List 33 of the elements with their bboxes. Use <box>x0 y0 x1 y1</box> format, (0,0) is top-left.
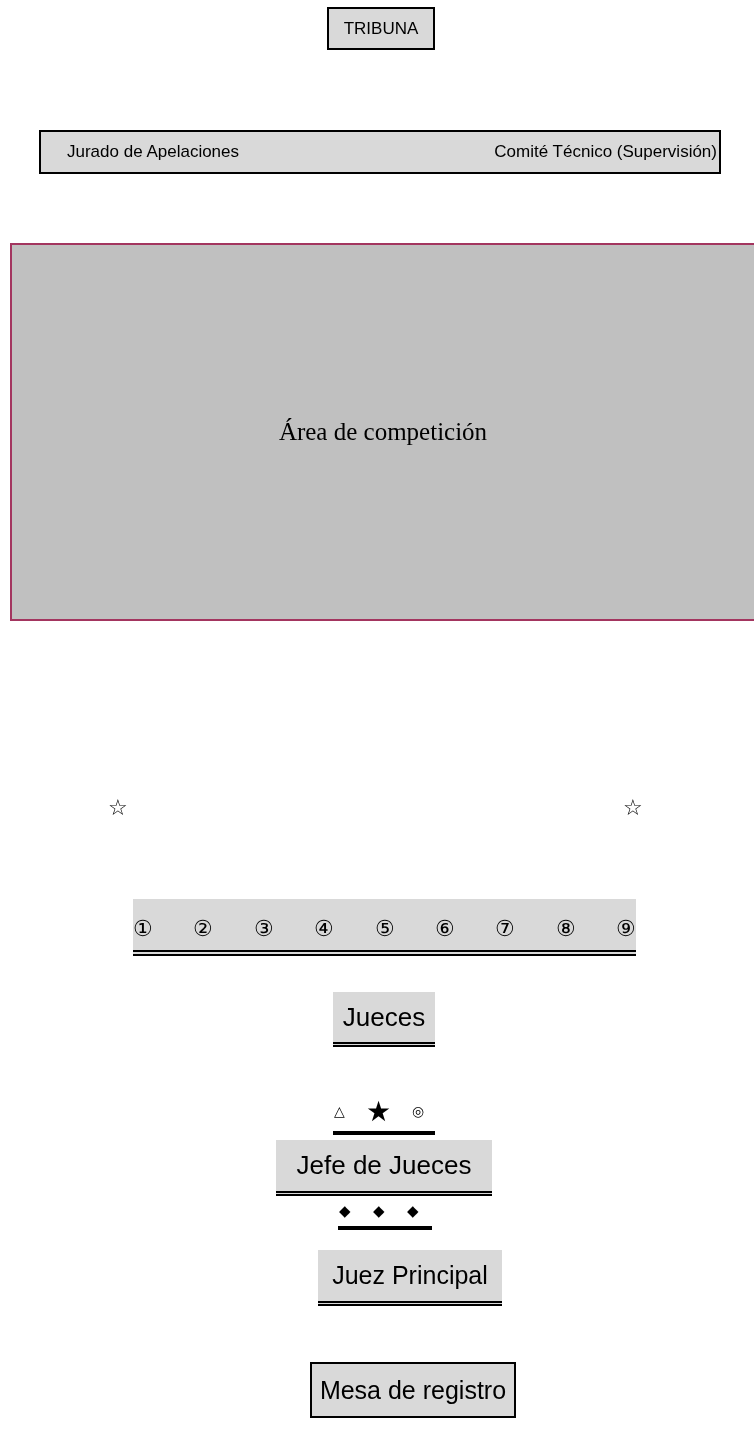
triangle-mark: △ <box>334 1104 345 1118</box>
star-mark: ★ <box>366 1098 391 1126</box>
competition-area <box>10 243 754 621</box>
registration-desk-label: Mesa de registro <box>319 1375 507 1405</box>
area-label: Área de competición <box>278 418 488 446</box>
officials-table-band <box>39 130 721 174</box>
seat-number: ⑤ <box>374 915 395 942</box>
stand-box <box>327 7 435 50</box>
stand-label: TRIBUNA <box>343 18 419 39</box>
star-mark: ☆ <box>623 797 643 819</box>
diamond-mark: ◆ <box>373 1203 385 1218</box>
chief-judges-panel <box>276 1140 492 1196</box>
head-judge-label: Juez Principal <box>332 1261 488 1290</box>
diamond-mark: ◆ <box>339 1203 351 1218</box>
star-mark: ☆ <box>108 797 128 819</box>
judges-label: Jueces <box>342 1001 426 1033</box>
seat-number: ② <box>193 915 214 942</box>
head-judge-panel <box>318 1250 502 1306</box>
seat-number: ⑧ <box>555 915 576 942</box>
seat-number: ① <box>133 915 153 942</box>
double-circle-mark: ◎ <box>412 1104 424 1118</box>
seat-number: ⑦ <box>495 915 516 942</box>
officials-label: Comité Técnico (Supervisión) <box>494 142 717 162</box>
judge-seat-row <box>133 899 636 956</box>
diamond-mark: ◆ <box>407 1203 419 1218</box>
judges-panel <box>333 992 435 1047</box>
chief-judges-label: Jefe de Jueces <box>296 1150 472 1181</box>
seat-number: ⑥ <box>434 915 455 942</box>
seat-number: ⑨ <box>616 915 636 942</box>
officials-label: Jurado de Apelaciones <box>67 142 240 162</box>
seat-number: ④ <box>314 915 335 942</box>
seat-number: ③ <box>253 915 274 942</box>
registration-desk-box <box>310 1362 516 1418</box>
